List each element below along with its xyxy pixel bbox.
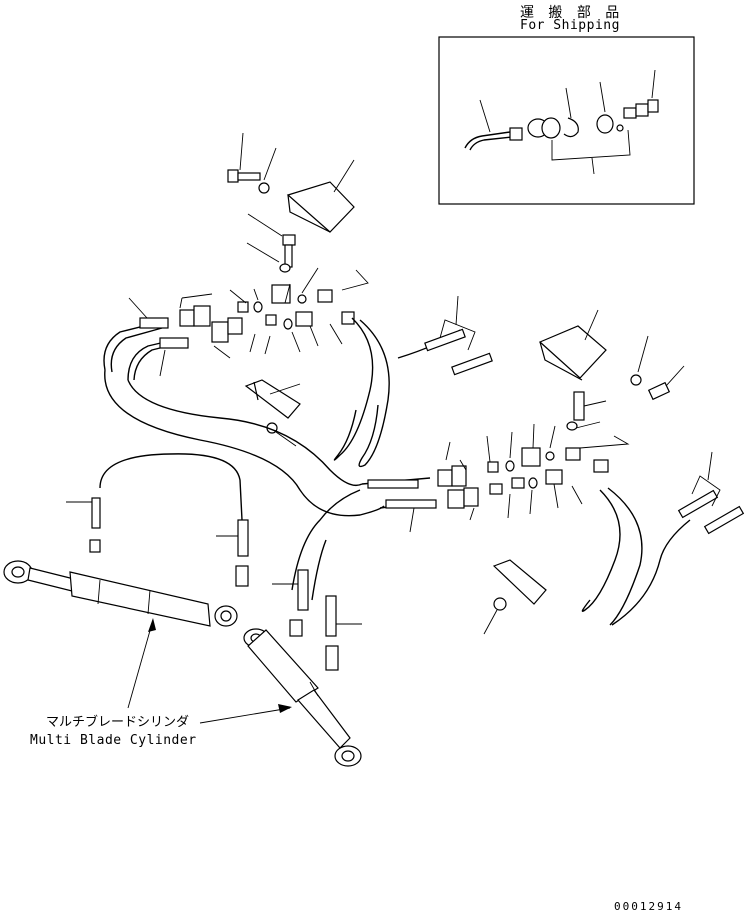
multi-blade-cylinder-left [3, 560, 238, 627]
clamps [244, 379, 547, 635]
shipping-parts-box [438, 36, 695, 205]
right-upper-bracket [538, 309, 685, 431]
right-lower-hoses [581, 451, 745, 626]
long-hoses [99, 369, 385, 601]
cylinder-label-jp: マルチブレードシリンダ [46, 715, 190, 730]
cylinder-label-en: Multi Blade Cylinder [30, 733, 197, 748]
drawing-number: 00012914 [614, 900, 683, 913]
shipping-title-en: For Shipping [520, 18, 620, 33]
upper-center-bracket [227, 132, 355, 273]
multi-blade-cylinder-right [243, 628, 362, 767]
right-middle-fittings [361, 423, 630, 533]
shipping-title-jp: 運 搬 部 品 [520, 5, 623, 21]
upper-hoses [333, 295, 493, 468]
cylinder-callout-arrows [127, 618, 292, 724]
upper-left-fittings [103, 267, 369, 381]
cylinder-fittings [66, 497, 362, 671]
